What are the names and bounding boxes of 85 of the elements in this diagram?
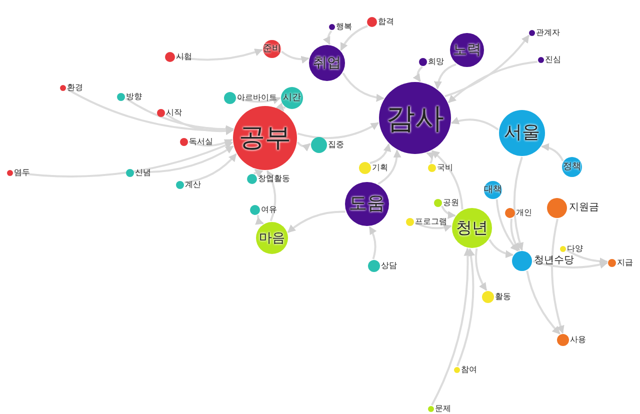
arrow: [510, 218, 520, 251]
word-label: 사용: [570, 336, 586, 344]
arrow: [513, 156, 524, 251]
arrow: [184, 153, 237, 184]
arrow: [475, 248, 488, 291]
arrow: [14, 142, 234, 178]
arrow: [378, 150, 402, 185]
word-label: 활동: [495, 293, 511, 301]
word-label: 청년: [456, 220, 488, 236]
word-label: 개인: [516, 209, 532, 217]
arrow: [496, 199, 519, 252]
arrow: [66, 88, 234, 134]
arrow: [276, 102, 286, 112]
word-label: 계산: [185, 181, 201, 189]
arrow: [456, 248, 475, 366]
arrow: [414, 222, 452, 232]
word-label: 시작: [166, 109, 182, 117]
word-label: 신념: [135, 169, 151, 177]
word-label: 준비: [263, 44, 281, 54]
arrow: [434, 63, 456, 90]
arrow: [165, 113, 234, 135]
arrow: [188, 138, 233, 147]
word-label: 공원: [443, 199, 459, 207]
arrow: [532, 260, 608, 268]
word-label: 여유: [261, 206, 277, 214]
word-label: 진심: [545, 56, 561, 64]
word-label: 대책: [484, 186, 502, 194]
word-label: 서울: [504, 124, 540, 142]
arrow: [368, 226, 377, 260]
word-label: 희망: [428, 58, 444, 66]
word-label: 시간: [283, 94, 301, 102]
word-label: 청년수당: [534, 256, 574, 266]
word-label: 염두: [14, 169, 30, 177]
word-label: 합격: [378, 18, 394, 26]
word-label: 참여: [461, 366, 477, 374]
word-label: 프로그램: [415, 218, 447, 226]
arrow: [551, 218, 564, 334]
arrow: [340, 25, 368, 51]
word-label: 상담: [381, 262, 397, 270]
arrow: [323, 30, 332, 45]
arrow: [236, 96, 281, 104]
word-label: 감사: [386, 104, 444, 132]
arrow: [342, 72, 384, 102]
arrow: [448, 60, 538, 104]
word-label: 독서실: [189, 138, 213, 146]
arrow: [296, 142, 311, 152]
arrow: [431, 150, 464, 210]
word-label: 환경: [67, 84, 83, 92]
arrow: [526, 270, 561, 334]
word-label: 창업활동: [258, 175, 290, 183]
word-label: 다양: [567, 245, 583, 253]
word-label: 시험: [176, 53, 192, 61]
word-label: 마음: [259, 232, 285, 244]
arrow: [412, 66, 423, 82]
word-label: 취업: [313, 56, 341, 70]
word-label: 정책: [563, 162, 581, 172]
arrow: [450, 117, 499, 131]
word-label: 국비: [437, 164, 453, 172]
word-label: 관계자: [536, 29, 560, 37]
word-label: 공부: [239, 125, 291, 151]
word-label: 도움: [349, 195, 385, 213]
arrow: [441, 206, 456, 219]
arrow: [426, 152, 436, 164]
arrow: [297, 122, 379, 140]
word-label: 행복: [336, 23, 352, 31]
word-label: 지급: [617, 259, 633, 267]
word-label: 아르바이트: [237, 94, 277, 102]
word-label: 기획: [372, 164, 388, 172]
arrow: [281, 50, 310, 64]
word-label: 방향: [126, 93, 142, 101]
arrow: [370, 143, 391, 164]
arrow: [488, 239, 514, 258]
arrow: [287, 210, 346, 234]
word-label: 문제: [435, 405, 451, 413]
arrow: [431, 248, 472, 406]
arrow: [541, 143, 564, 162]
arrow: [254, 168, 264, 178]
arrow: [134, 145, 234, 174]
arrow: [444, 34, 530, 98]
arrow: [176, 48, 263, 61]
arrow: [255, 215, 264, 224]
word-label: 집중: [328, 141, 344, 149]
arrow: [266, 170, 276, 222]
word-label: 노력: [453, 43, 481, 57]
word-label: 지원금: [569, 203, 599, 213]
